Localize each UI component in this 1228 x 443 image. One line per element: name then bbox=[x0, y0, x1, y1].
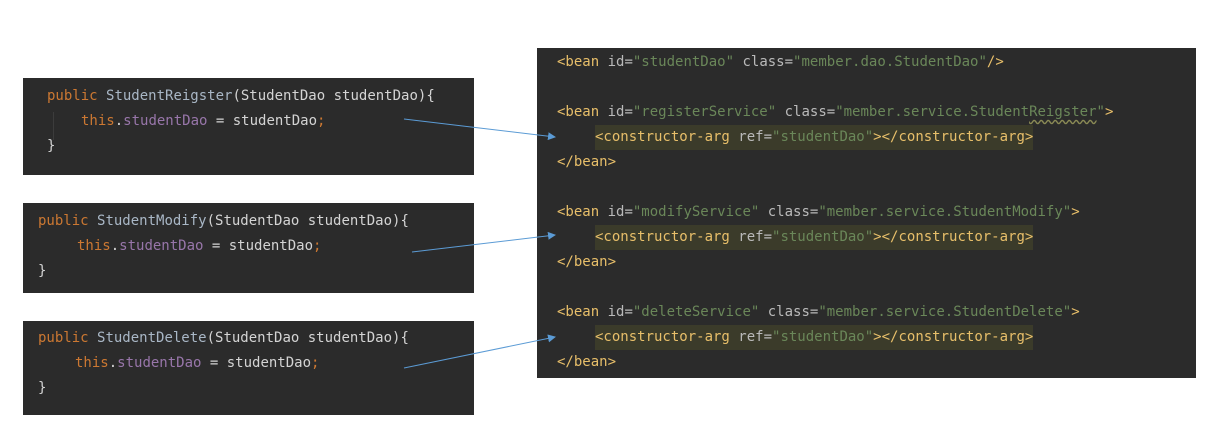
bean-registerservice: <bean id="registerService" class="member… bbox=[557, 100, 1113, 125]
tag-open: <bean bbox=[557, 104, 600, 120]
tag-close: ></constructor-arg> bbox=[873, 129, 1034, 145]
brace: } bbox=[47, 138, 56, 154]
constructor-arg: <constructor-arg ref="studentDao"></cons… bbox=[595, 325, 1034, 350]
semicolon: ; bbox=[313, 238, 322, 254]
ref-value: "studentDao" bbox=[772, 129, 874, 145]
tag-close: </bean> bbox=[557, 254, 617, 270]
brace: } bbox=[38, 380, 47, 396]
constructor-name: StudentDelete bbox=[97, 330, 207, 346]
bean-close: </bean> bbox=[557, 150, 616, 175]
bean-deleteservice: <bean id="deleteService" class="member.s… bbox=[557, 300, 1080, 325]
dot: . bbox=[110, 238, 120, 254]
tag-end: > bbox=[1104, 104, 1114, 120]
public-keyword: public bbox=[47, 88, 98, 104]
tag-open: <constructor-arg bbox=[595, 129, 730, 145]
signature-line: public StudentReigster(StudentDao studen… bbox=[47, 84, 435, 109]
ref-value: "studentDao" bbox=[772, 229, 874, 245]
ref-value: "studentDao" bbox=[772, 329, 874, 345]
xml-config-panel: <bean id="studentDao" class="member.dao.… bbox=[537, 48, 1196, 378]
public-keyword: public bbox=[38, 330, 89, 346]
class-value-end: " bbox=[1096, 104, 1105, 120]
semicolon: ; bbox=[317, 113, 326, 129]
constructor-arg: <constructor-arg ref="studentDao"></cons… bbox=[595, 125, 1034, 150]
this-keyword: this bbox=[77, 238, 111, 254]
signature-line: public StudentModify(StudentDao studentD… bbox=[38, 209, 409, 234]
this-keyword: this bbox=[75, 355, 109, 371]
class-value: "member.service.Student bbox=[835, 104, 1030, 120]
semicolon: ; bbox=[311, 355, 320, 371]
id-value: "modifyService" bbox=[632, 204, 760, 220]
tag-close: </bean> bbox=[557, 154, 617, 170]
field-name: studentDao bbox=[123, 113, 208, 129]
field-name: studentDao bbox=[119, 238, 204, 254]
close-brace: } bbox=[38, 376, 46, 401]
constructor-params: (StudentDao studentDao){ bbox=[232, 88, 435, 104]
assignment: = studentDao bbox=[201, 355, 312, 371]
this-keyword: this bbox=[81, 113, 115, 129]
bean-modifyservice: <bean id="modifyService" class="member.s… bbox=[557, 200, 1080, 225]
tag-close: ></constructor-arg> bbox=[873, 329, 1034, 345]
signature-line: public StudentDelete(StudentDao studentD… bbox=[38, 326, 409, 351]
dot: . bbox=[114, 113, 124, 129]
id-attr: id= bbox=[599, 204, 633, 220]
close-brace: } bbox=[47, 134, 55, 159]
field-name: studentDao bbox=[117, 355, 202, 371]
id-value: "deleteService" bbox=[632, 304, 760, 320]
id-attr: id= bbox=[599, 304, 633, 320]
tag-end: > bbox=[1071, 204, 1080, 220]
tag-open: <bean bbox=[557, 204, 600, 220]
constructor-arg: <constructor-arg ref="studentDao"></cons… bbox=[595, 225, 1034, 250]
dot: . bbox=[108, 355, 118, 371]
class-value: "member.service.StudentModify" bbox=[818, 204, 1072, 220]
class-attr: class= bbox=[759, 204, 819, 220]
assignment: = studentDao bbox=[207, 113, 318, 129]
ref-attr: ref= bbox=[729, 129, 773, 145]
ref-attr: ref= bbox=[729, 229, 773, 245]
body-line: this.studentDao = studentDao; bbox=[81, 109, 325, 134]
bean-close: </bean> bbox=[557, 350, 616, 375]
tag-close: </bean> bbox=[557, 354, 617, 370]
id-attr: id= bbox=[599, 54, 633, 70]
tag-open: <constructor-arg bbox=[595, 329, 730, 345]
java-snippet-modify: public StudentModify(StudentDao studentD… bbox=[23, 203, 474, 293]
assignment: = studentDao bbox=[203, 238, 314, 254]
constructor-name: StudentModify bbox=[97, 213, 207, 229]
class-value: "member.dao.StudentDao" bbox=[793, 54, 987, 70]
tag-close: ></constructor-arg> bbox=[873, 229, 1034, 245]
spelling-warning: Reigster bbox=[1029, 104, 1097, 120]
brace: } bbox=[38, 263, 47, 279]
tag-open: <constructor-arg bbox=[595, 229, 730, 245]
class-attr: class= bbox=[734, 54, 794, 70]
id-value: "registerService" bbox=[632, 104, 777, 120]
constructor-params: (StudentDao studentDao){ bbox=[206, 213, 409, 229]
public-keyword: public bbox=[38, 213, 89, 229]
tag-open: <bean bbox=[557, 304, 600, 320]
body-line: this.studentDao = studentDao; bbox=[77, 234, 321, 259]
id-attr: id= bbox=[599, 104, 633, 120]
class-attr: class= bbox=[759, 304, 819, 320]
constructor-params: (StudentDao studentDao){ bbox=[206, 330, 409, 346]
body-line: this.studentDao = studentDao; bbox=[75, 351, 319, 376]
ref-attr: ref= bbox=[729, 329, 773, 345]
java-snippet-delete: public StudentDelete(StudentDao studentD… bbox=[23, 321, 474, 415]
id-value: "studentDao" bbox=[632, 54, 735, 70]
bean-studentdao: <bean id="studentDao" class="member.dao.… bbox=[557, 50, 1004, 75]
java-snippet-register: public StudentReigster(StudentDao studen… bbox=[23, 78, 474, 175]
class-attr: class= bbox=[776, 104, 836, 120]
tag-end: /> bbox=[986, 54, 1004, 70]
class-value: "member.service.StudentDelete" bbox=[818, 304, 1072, 320]
tag-open: <bean bbox=[557, 54, 600, 70]
bean-close: </bean> bbox=[557, 250, 616, 275]
close-brace: } bbox=[38, 259, 46, 284]
indent-guide bbox=[53, 112, 54, 140]
constructor-name: StudentReigster bbox=[106, 88, 233, 104]
tag-end: > bbox=[1071, 304, 1080, 320]
